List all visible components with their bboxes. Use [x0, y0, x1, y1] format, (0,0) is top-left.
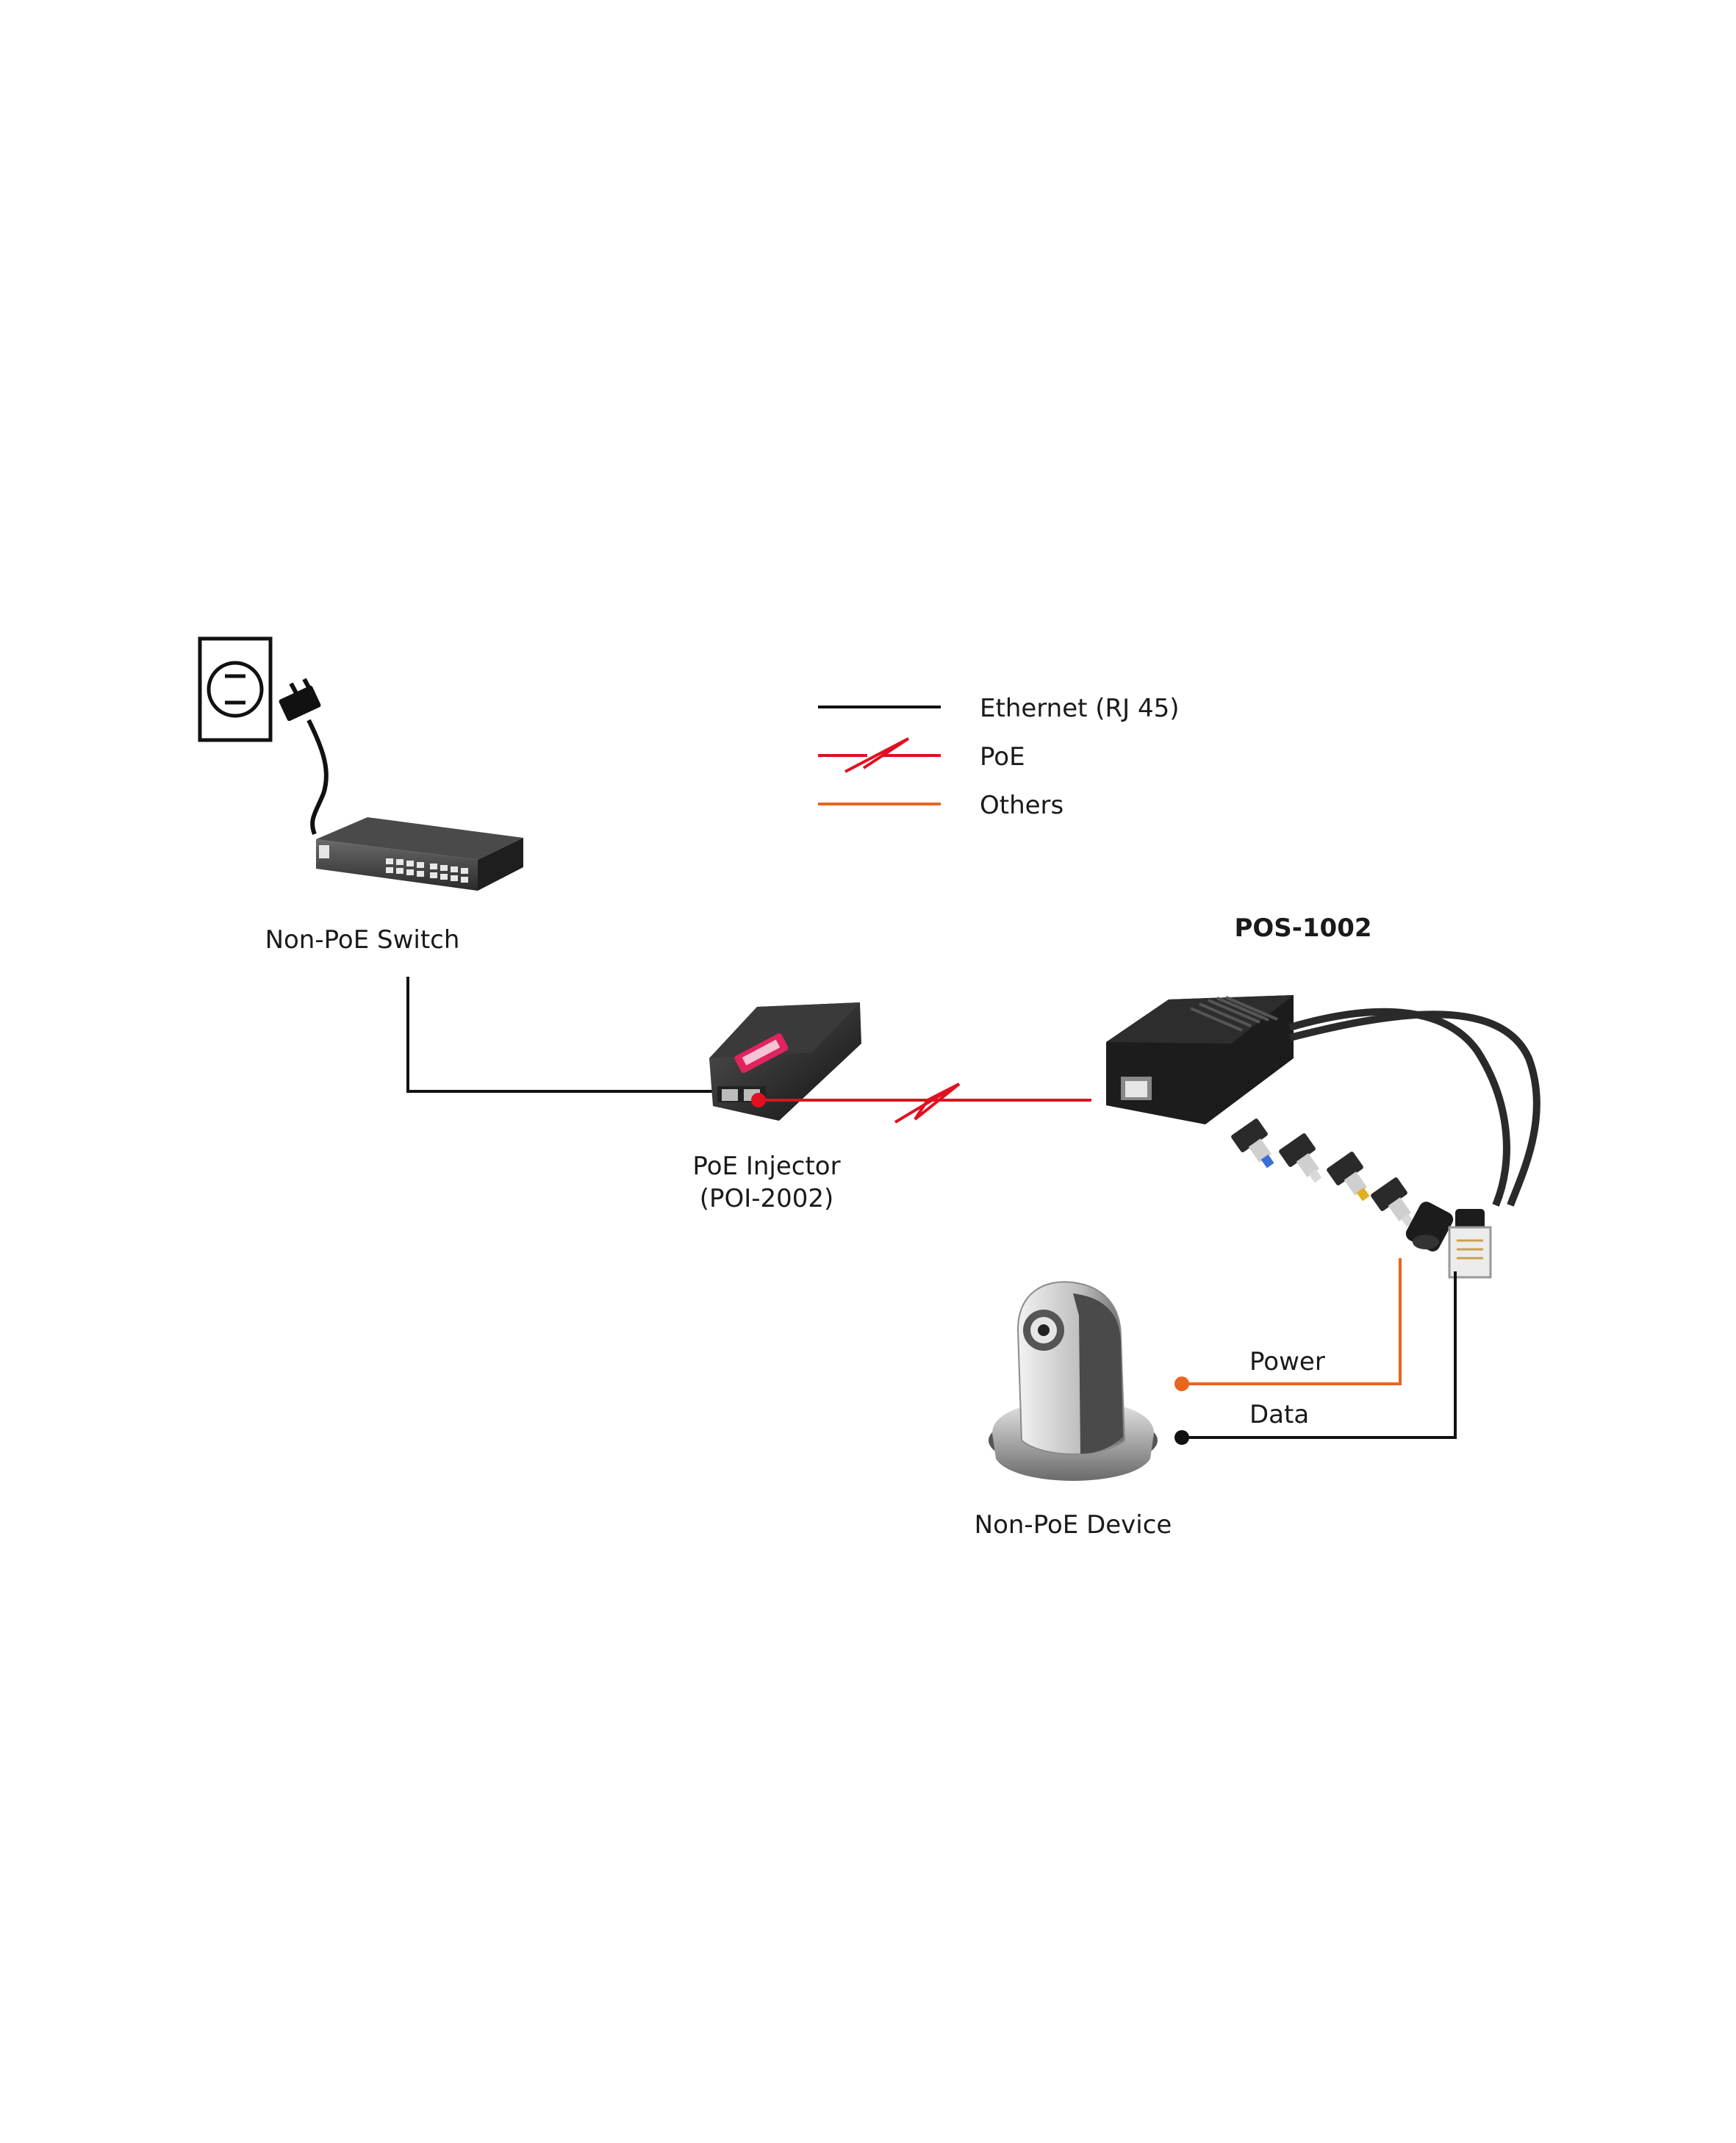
- injector-label-line1: PoE Injector: [692, 1152, 841, 1181]
- ip-camera-icon: [989, 1281, 1158, 1481]
- dc-tip-icon: [1231, 1119, 1414, 1227]
- splitter-cables: [1288, 1008, 1540, 1207]
- legend-swatch-poe: [818, 737, 941, 773]
- switch-label: Non-PoE Switch: [265, 925, 460, 955]
- poe-injector-icon: [709, 1002, 861, 1121]
- data-link-label: Data: [1249, 1400, 1310, 1429]
- power-link-label: Power: [1249, 1347, 1325, 1376]
- ethernet-link-switch-injector: [406, 977, 735, 1093]
- network-switch-icon: [316, 817, 523, 891]
- legend-label-others: Others: [980, 791, 1064, 820]
- poe-link: [751, 1083, 1091, 1124]
- dc-jack-icon: [1405, 1202, 1454, 1252]
- power-link: [1174, 1258, 1402, 1391]
- rj45-plug-icon: [1448, 1209, 1492, 1279]
- device-label: Non-PoE Device: [974, 1510, 1172, 1540]
- legend-label-ethernet: Ethernet (RJ 45): [980, 694, 1180, 723]
- legend-label-poe: PoE: [980, 742, 1025, 772]
- wall-outlet-icon: [198, 636, 273, 742]
- splitter-label: POS-1002: [1234, 913, 1372, 943]
- power-plug-icon: [279, 678, 329, 836]
- poe-splitter-icon: [1106, 995, 1294, 1124]
- data-link: [1174, 1271, 1457, 1445]
- injector-label-line2: (POI-2002): [699, 1184, 834, 1213]
